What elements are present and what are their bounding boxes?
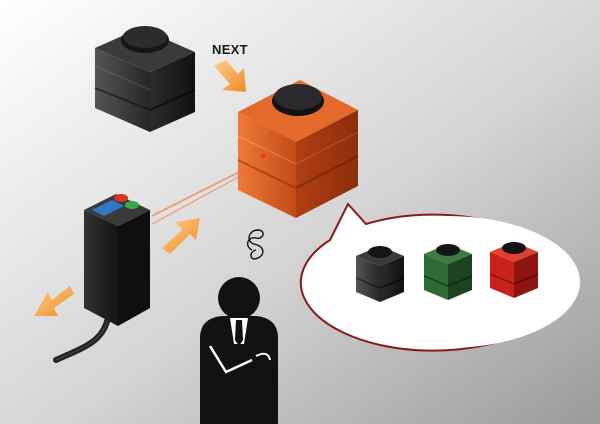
orange-cube xyxy=(237,80,359,218)
black-cube xyxy=(94,26,196,132)
arrow-down-right-icon xyxy=(214,60,246,92)
arrow-down-left-icon xyxy=(34,286,74,316)
small-red-cube xyxy=(489,242,539,298)
sensor-red-button xyxy=(114,194,128,202)
confused-person xyxy=(200,229,278,424)
sensor-screen xyxy=(92,200,124,216)
laser-beam xyxy=(151,163,256,225)
sensor-device xyxy=(84,194,150,326)
small-black-cube xyxy=(355,246,405,302)
person-head xyxy=(218,277,260,319)
small-green-cube xyxy=(423,244,473,300)
sensor-green-button xyxy=(125,201,139,209)
next-label: NEXT xyxy=(212,42,248,57)
scribble-confusion-icon xyxy=(246,229,264,260)
person-torso xyxy=(200,316,278,424)
arrow-up-right-icon xyxy=(162,218,200,254)
